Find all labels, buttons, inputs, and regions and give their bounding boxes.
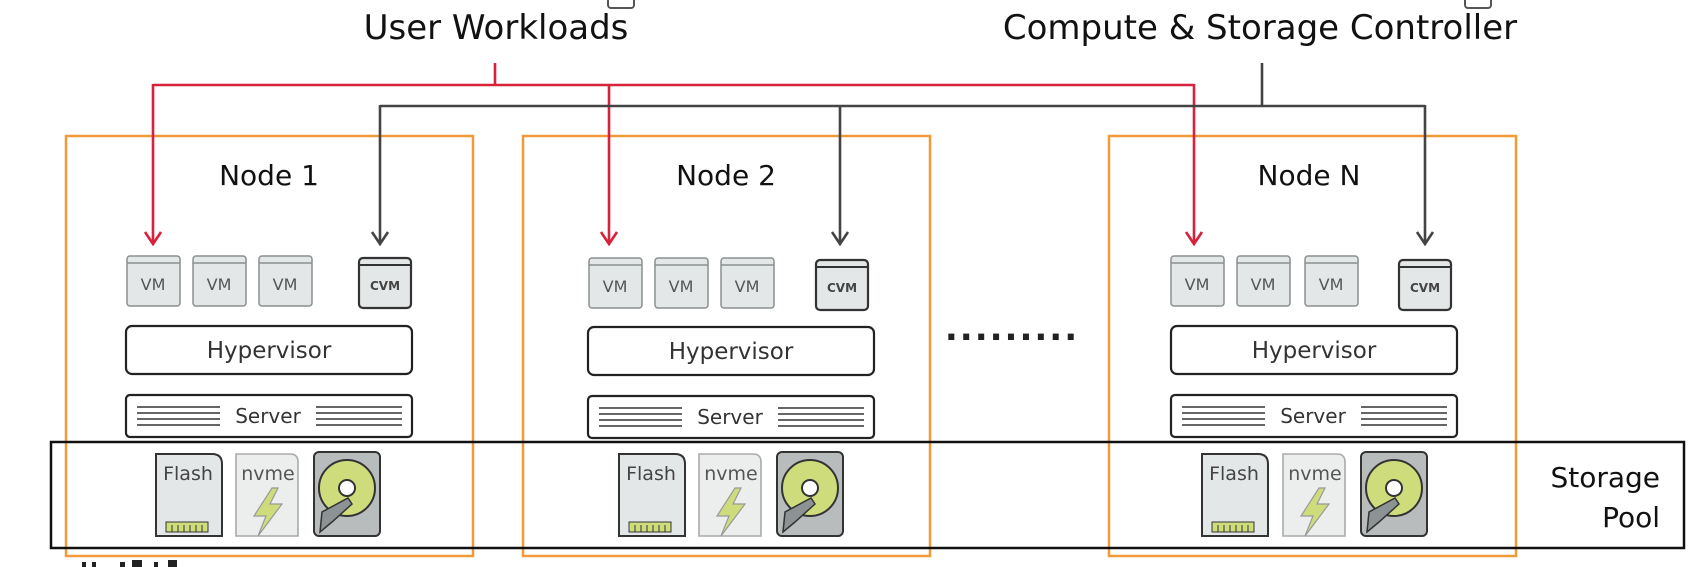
hypervisor-box bbox=[586, 325, 876, 377]
svg-text:VM: VM bbox=[141, 275, 166, 294]
storage-pool-container bbox=[49, 440, 1686, 550]
svg-text:VM: VM bbox=[273, 275, 298, 294]
svg-text:CVM: CVM bbox=[1410, 281, 1440, 295]
hard-disk-icon bbox=[776, 451, 844, 537]
node-1-container bbox=[64, 134, 475, 558]
svg-text:Flash: Flash bbox=[1209, 463, 1259, 485]
vm-icon: VM bbox=[720, 257, 775, 309]
controller-connectors bbox=[380, 63, 1425, 244]
user-workloads-connectors bbox=[153, 63, 1194, 244]
cvm-icon: CVM bbox=[1397, 258, 1453, 312]
svg-text:VM: VM bbox=[669, 277, 694, 296]
server-box: Server bbox=[1169, 393, 1459, 439]
server-label: Server bbox=[235, 404, 301, 428]
server-box: Server bbox=[586, 394, 876, 440]
vm-icon: VM bbox=[192, 255, 247, 307]
truncated-box-right bbox=[1464, 0, 1492, 9]
vm-icon: VM bbox=[1236, 255, 1291, 307]
truncated-text-fragment bbox=[82, 560, 177, 567]
vm-icon: VM bbox=[126, 255, 181, 307]
server-label: Server bbox=[1280, 404, 1346, 428]
svg-text:Flash: Flash bbox=[163, 463, 213, 485]
vm-icon: VM bbox=[654, 257, 709, 309]
svg-text:VM: VM bbox=[603, 277, 628, 296]
node-title: Node 2 bbox=[676, 159, 776, 192]
cvm-icon: CVM bbox=[814, 258, 870, 312]
node-title: Node N bbox=[1258, 159, 1361, 192]
node-n-container bbox=[1107, 134, 1518, 558]
node-title: Node 1 bbox=[219, 159, 319, 192]
node-1: Node 1 VM VM VM CVM Hypervisor bbox=[124, 159, 414, 537]
svg-text:CVM: CVM bbox=[827, 281, 857, 295]
svg-text:nvme: nvme bbox=[704, 463, 757, 485]
server-label: Server bbox=[697, 405, 763, 429]
flash-ssd-icon: Flash bbox=[1201, 453, 1269, 537]
svg-text:CVM: CVM bbox=[370, 279, 400, 293]
svg-text:VM: VM bbox=[1185, 275, 1210, 294]
hypervisor-label: Hypervisor bbox=[207, 338, 332, 364]
truncated-box-left bbox=[607, 0, 635, 9]
node-n: Node N VM VM VM CVM Hypervisor bbox=[1169, 159, 1459, 537]
node-2-container bbox=[521, 134, 932, 558]
flash-ssd-icon: Flash bbox=[618, 453, 686, 537]
hypervisor-box bbox=[124, 324, 414, 376]
svg-text:VM: VM bbox=[1251, 275, 1276, 294]
svg-text:VM: VM bbox=[207, 275, 232, 294]
hypervisor-label: Hypervisor bbox=[1252, 338, 1377, 364]
user-workloads-label: User Workloads bbox=[364, 8, 629, 48]
server-box: Server bbox=[124, 393, 414, 439]
svg-text:VM: VM bbox=[1319, 275, 1344, 294]
storage-pool-label-line2: Pool bbox=[1602, 501, 1660, 534]
svg-text:nvme: nvme bbox=[1288, 463, 1341, 485]
hypervisor-box bbox=[1169, 324, 1459, 376]
hard-disk-icon bbox=[313, 451, 381, 537]
hypervisor-label: Hypervisor bbox=[669, 339, 794, 365]
svg-text:nvme: nvme bbox=[241, 463, 294, 485]
vm-icon: VM bbox=[588, 257, 643, 309]
storage-pool-label-line1: Storage bbox=[1550, 461, 1660, 494]
vm-icon: VM bbox=[258, 255, 313, 307]
more-nodes-ellipsis: ......... bbox=[945, 309, 1079, 349]
flash-ssd-icon: Flash bbox=[155, 453, 223, 537]
nvme-drive-icon: nvme bbox=[1282, 453, 1346, 537]
node-2: Node 2 VM VM VM CVM Hypervisor bbox=[586, 159, 876, 537]
nvme-drive-icon: nvme bbox=[698, 453, 762, 537]
vm-icon: VM bbox=[1304, 255, 1359, 307]
vm-icon: VM bbox=[1170, 255, 1225, 307]
svg-text:VM: VM bbox=[735, 277, 760, 296]
hard-disk-icon bbox=[1360, 451, 1428, 537]
controller-label: Compute & Storage Controller bbox=[1003, 8, 1517, 48]
svg-text:Flash: Flash bbox=[626, 463, 676, 485]
nvme-drive-icon: nvme bbox=[235, 453, 299, 537]
cvm-icon: CVM bbox=[357, 256, 413, 310]
